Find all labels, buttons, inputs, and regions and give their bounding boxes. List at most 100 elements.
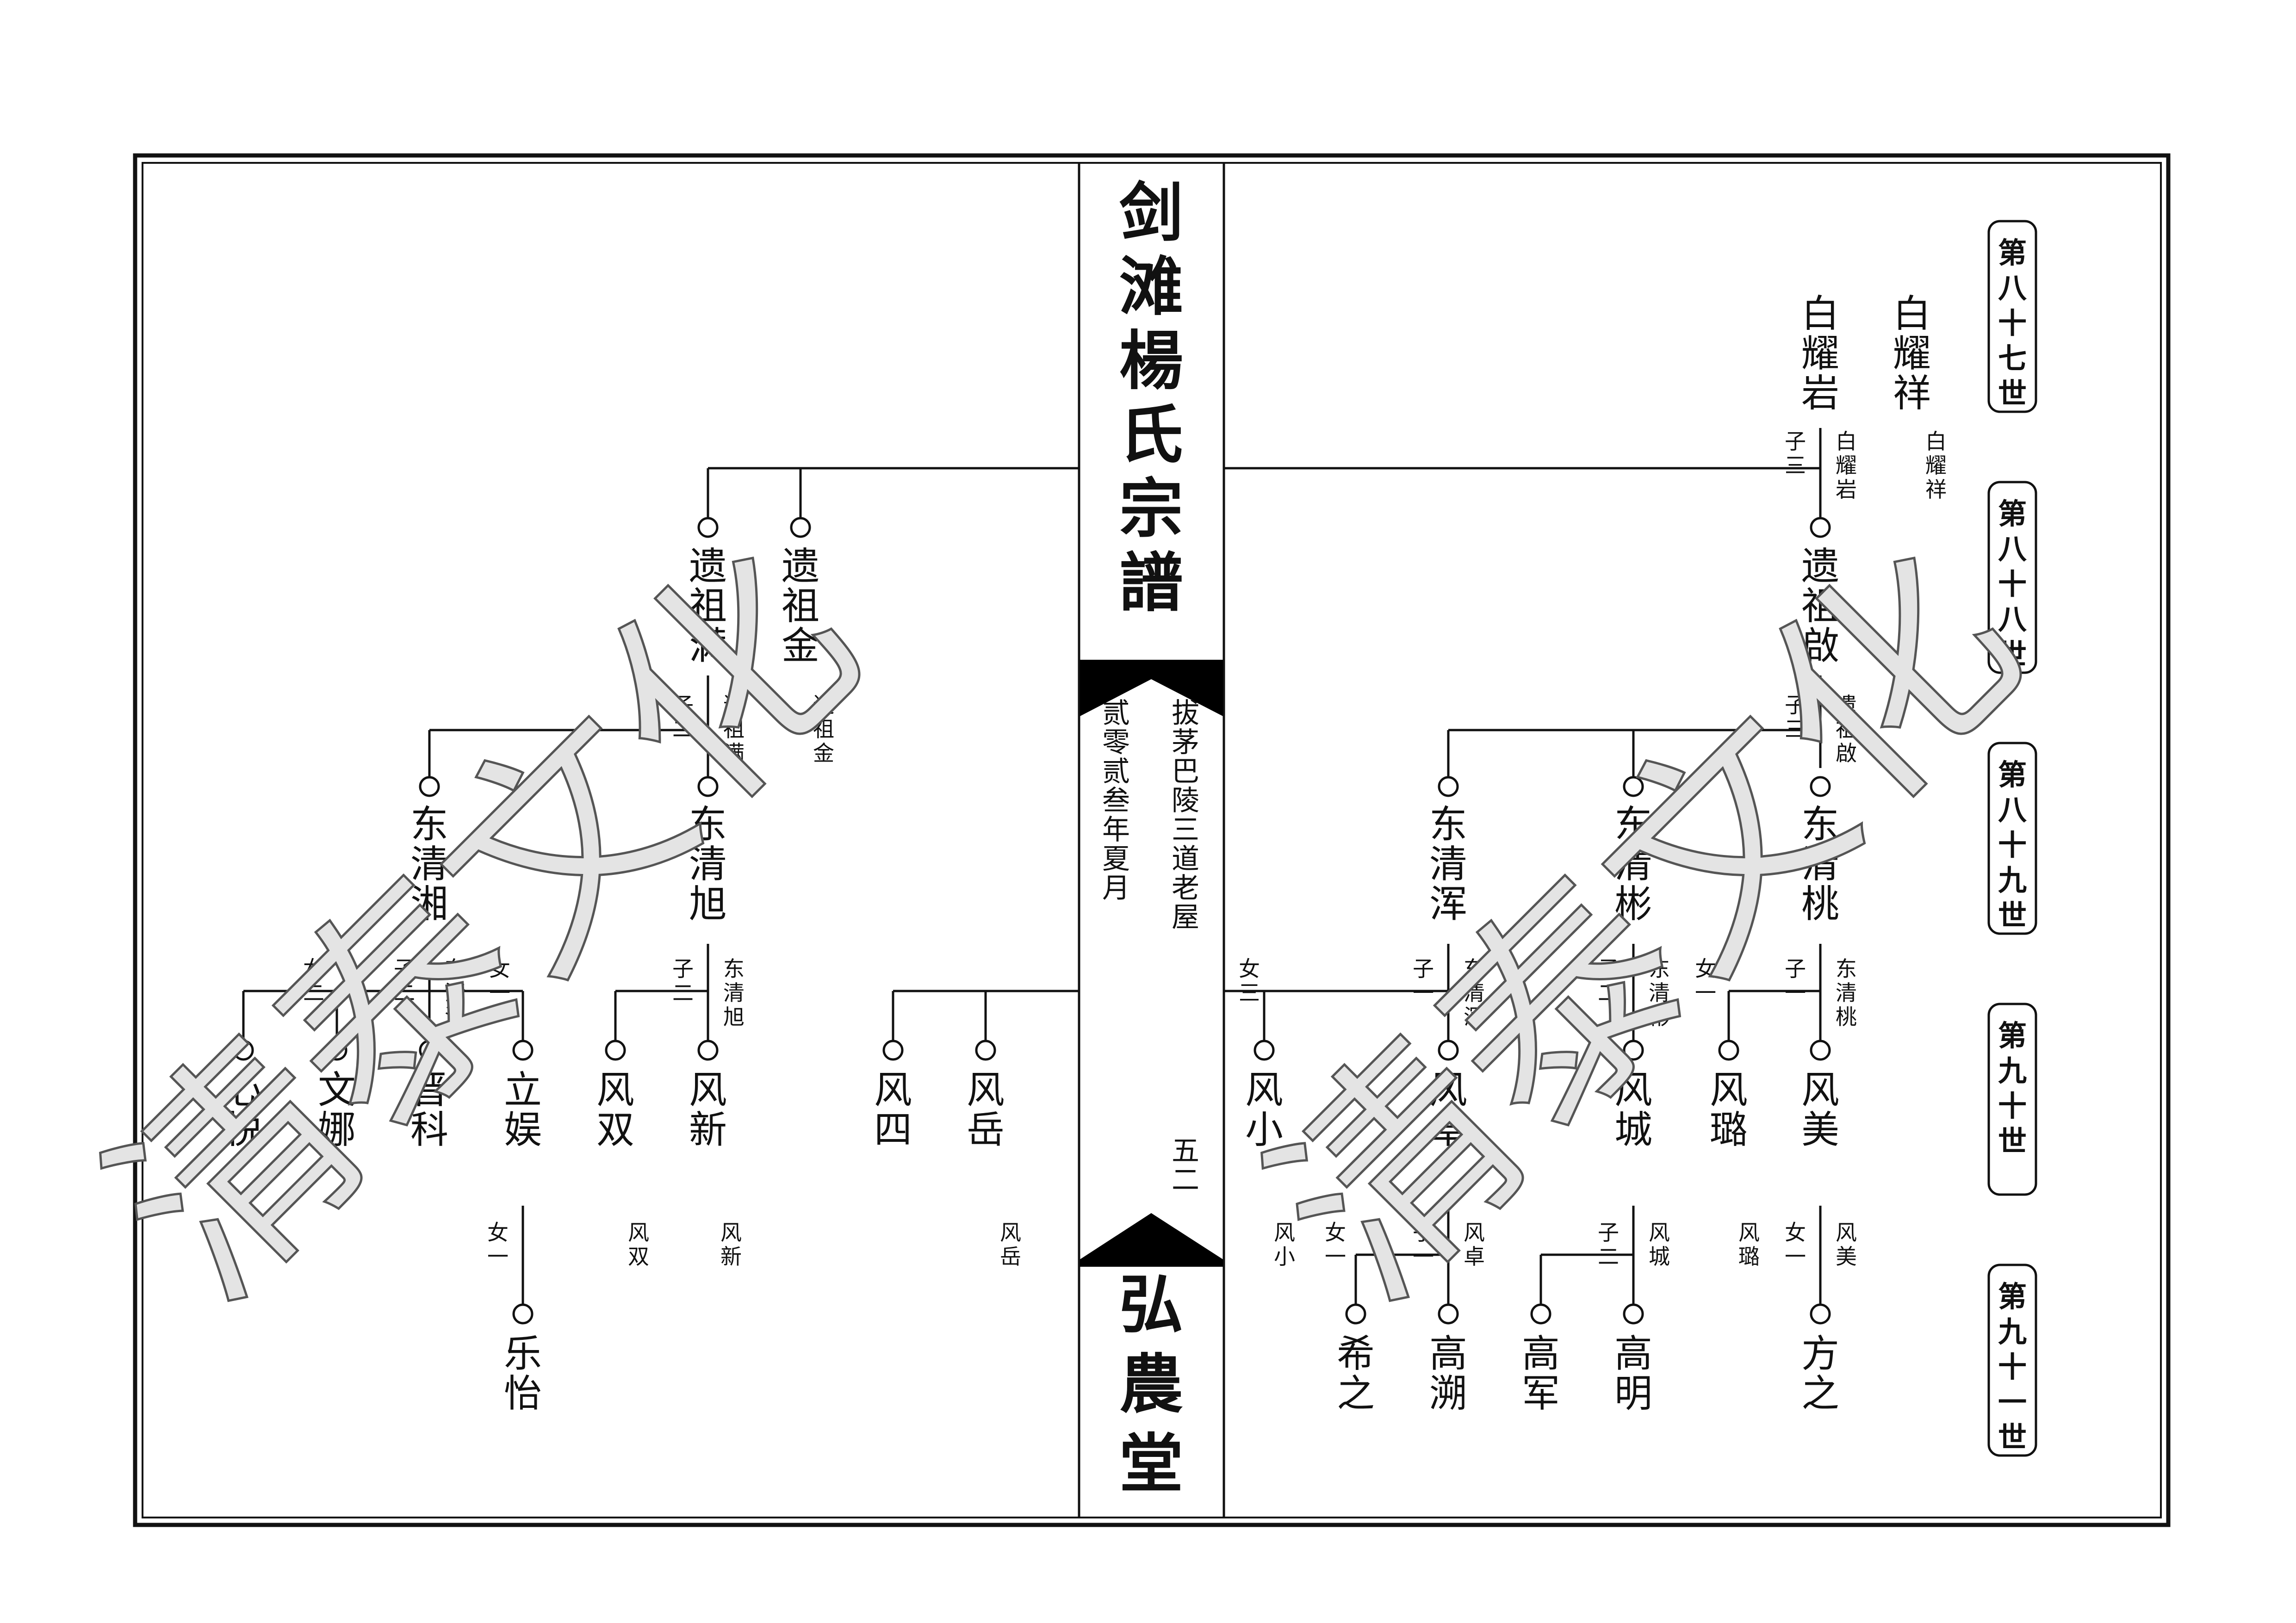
name-yaoxiang: 白耀祥 [1893,292,1931,415]
watermark-text-left: 清泰文化 [62,502,907,1347]
gen-box-91 [1987,1264,2037,1457]
name-fengcheng: 风城 [1614,1068,1652,1152]
node-fenglu [1718,1040,1739,1061]
name-fengmei: 风美 [1801,1068,1839,1152]
outer-frame [133,153,2171,1527]
rel-bin-sons: 子二 [1598,956,1619,1005]
spine-fish-tail-top [1080,660,1223,716]
node-zuman [697,517,719,538]
name-fengsi: 风四 [874,1068,912,1152]
name-zuqi: 遗祖啟 [1801,545,1839,668]
note-zujin: 遗祖金 [813,693,834,766]
node-qingxiang [419,776,440,797]
note-fengmei: 风美 [1836,1220,1857,1269]
note-qingtao: 东清桃 [1836,956,1857,1029]
rel-tao-daughters: 女一 [1695,956,1716,1005]
rel-liyu-daughters: 女一 [487,1220,509,1269]
note-fengzhuo: 风卓 [1464,1220,1485,1269]
note-qingxu: 东清旭 [723,956,745,1029]
name-fengxiao: 风小 [1245,1068,1283,1152]
title-char-1: 剑 [1119,175,1183,250]
name-qingtao: 东清桃 [1801,803,1839,926]
name-gaosu: 高溯 [1429,1332,1467,1416]
node-fangzhi [1810,1303,1831,1325]
name-zuman: 遗祖满 [689,545,727,668]
name-xinyue: 心悦 [224,1068,262,1152]
node-liyu [512,1040,534,1061]
rel-cheng-sons: 子二 [1598,1220,1619,1269]
rel-zhuo-daughters: 女一 [1325,1220,1346,1269]
title-char-4: 氏 [1119,397,1183,472]
name-qingbin: 东清彬 [1614,803,1652,926]
rel-xiang-daughters: 女二 [303,956,324,1005]
rel-yaoyan-sons: 子三 [1785,429,1806,478]
note-fengshuang: 风双 [628,1220,649,1269]
hall-char-3: 堂 [1119,1426,1183,1501]
name-fengxin: 风新 [689,1068,727,1152]
note-qingxiang: 东清湘 [445,956,466,1029]
title-char-3: 楊 [1119,323,1183,398]
name-fengshuang: 风双 [596,1068,634,1152]
rel-hun-sons: 子一 [1413,956,1434,1005]
rel-xiang-daughters-2: 女一 [489,956,510,1005]
node-fengcheng [1623,1040,1644,1061]
rel-mei-daughters: 女一 [1785,1220,1806,1269]
node-jinke [419,1040,440,1061]
watermark-left: 清泰文化 [62,501,909,1348]
rel-hun-daughters: 女三 [1239,956,1260,1005]
location-vertical: 拔茅巴陵三道老屋 [1172,697,1199,934]
title-char-2: 滩 [1119,249,1183,324]
name-fengzhuo: 风卓 [1429,1068,1467,1152]
note-zuqi: 遗祖啟 [1836,693,1857,766]
node-qingbin [1623,776,1644,797]
name-fangzhi: 方之 [1801,1332,1839,1416]
book-spine: 剑 滩 楊 氏 宗 譜 拔茅巴陵三道老屋 贰零贰叁年夏月 五二 弘 農 堂 [1078,163,1225,1518]
name-xizhi: 希之 [1337,1332,1375,1416]
gen-box-88 [1987,481,2037,674]
page-number-vertical: 五二 [1172,1135,1199,1196]
right-family-tree: 白耀祥 白耀岩 白耀祥 白耀岩 子三 遗祖啟 遗祖啟 子三 东清浑 东清彬 东清… [1224,292,1947,1416]
name-qingxiang: 东清湘 [410,803,448,926]
note-qinghun: 东清浑 [1464,956,1485,1029]
note-fengxin: 风新 [720,1220,742,1269]
node-zujin [790,517,811,538]
node-xinyue [233,1040,254,1061]
gen-box-87 [1987,220,2037,413]
hall-char-1: 弘 [1119,1267,1183,1342]
note-yaoyan: 白耀岩 [1836,429,1857,502]
watermark-text-right: 清泰文化 [1224,502,2069,1347]
rel-xu-sons: 子二 [672,956,694,1005]
node-fengxin [697,1040,719,1061]
gen-label-87: 第八十七世 [1998,236,2027,410]
gen-label-91: 第九十一世 [1998,1280,2027,1454]
rel-xiang-sons: 子二 [394,956,415,1005]
note-yaoxiang: 白耀祥 [1925,429,1947,502]
name-fenglu: 风璐 [1710,1068,1748,1152]
gen-label-89: 第八十九世 [1998,758,2027,932]
generation-labels: 第八十七世 第八十八世 第八十九世 第九十世 第九十一世 [1987,220,2037,1457]
name-fengyue: 风岳 [967,1068,1005,1152]
hall-char-2: 農 [1119,1346,1183,1422]
inner-frame [142,162,2162,1518]
node-xizhi [1345,1303,1366,1325]
gen-label-90: 第九十世 [1998,1019,2027,1158]
name-zujin: 遗祖金 [782,545,819,668]
left-family-tree: 遗祖满 遗祖金 遗祖满 子二 遗祖金 东清湘 东清旭 东清湘 子二 女二 女一 … [224,467,1079,1416]
note-fengcheng: 风城 [1649,1220,1670,1269]
node-fengmei [1810,1040,1831,1061]
node-gaoming [1623,1303,1644,1325]
title-char-5: 宗 [1119,471,1183,546]
node-qingtao [1810,776,1831,797]
name-qinghun: 东清浑 [1429,803,1467,926]
hall-name: 弘 農 堂 [1119,1267,1183,1501]
node-gaosu [1438,1303,1459,1325]
node-gaojun [1530,1303,1551,1325]
title-char-6: 譜 [1119,545,1183,620]
node-qingxu [697,776,719,797]
name-leyi: 乐怡 [504,1332,542,1416]
gen-box-89 [1987,742,2037,935]
gen-label-88: 第八十八世 [1998,497,2027,671]
name-gaoming: 高明 [1614,1332,1652,1416]
date-vertical: 贰零贰叁年夏月 [1102,697,1130,904]
